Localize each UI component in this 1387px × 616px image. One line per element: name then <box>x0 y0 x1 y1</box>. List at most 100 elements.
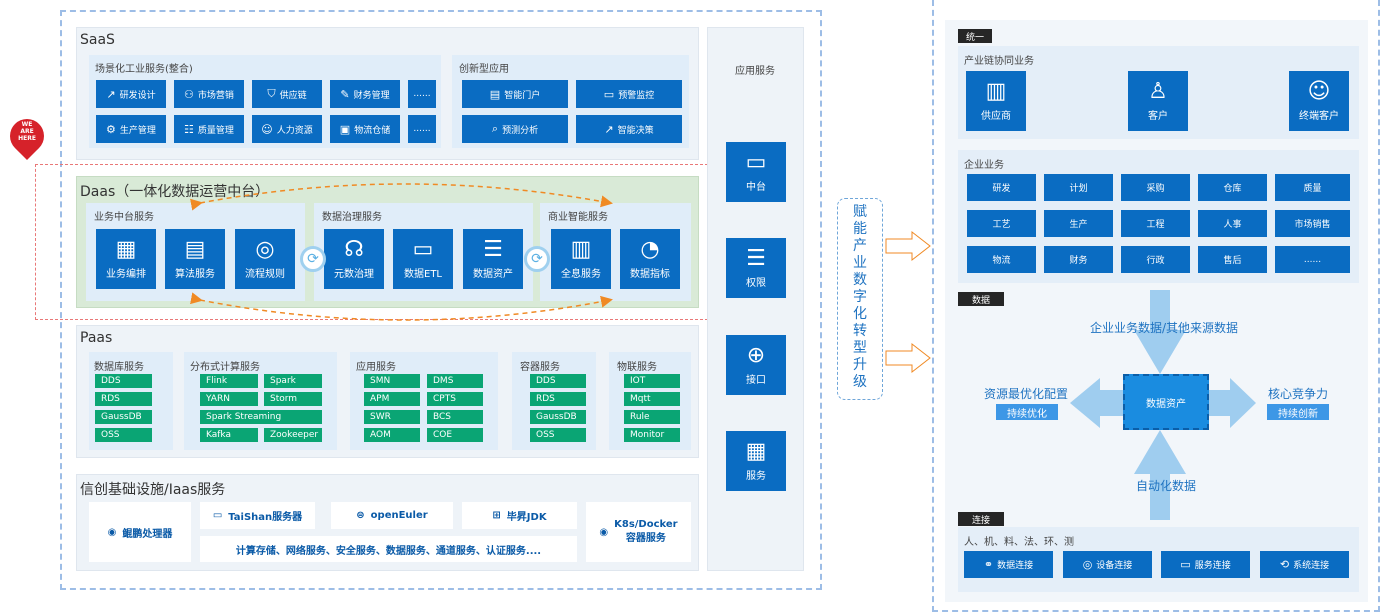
enterprise-item-more[interactable]: ...... <box>1275 246 1350 273</box>
paas-iot-iot[interactable]: IOT <box>624 374 680 388</box>
scene-item-more[interactable]: ...... <box>408 80 436 108</box>
scene-item-marketing[interactable]: ⚇市场营销 <box>174 80 244 108</box>
enterprise-item-purchase[interactable]: 采购 <box>1121 174 1190 201</box>
enterprise-item-production[interactable]: 生产 <box>1044 210 1113 237</box>
paas-container-gaussdb[interactable]: GaussDB <box>530 410 586 424</box>
data-asset-center[interactable]: 数据资产 <box>1123 374 1209 430</box>
enterprise-item-engineering[interactable]: 工程 <box>1121 210 1190 237</box>
paas-app-apm[interactable]: APM <box>364 392 420 406</box>
search-icon: ⌕ <box>491 122 499 135</box>
paas-db-oss[interactable]: OSS <box>95 428 152 442</box>
daas-tile-algorithm[interactable]: ▤算法服务 <box>165 229 225 289</box>
enterprise-item-plan[interactable]: 计划 <box>1044 174 1113 201</box>
paas-compute-yarn[interactable]: YARN <box>200 392 258 406</box>
paas-container-oss[interactable]: OSS <box>530 428 586 442</box>
connect-item-data[interactable]: ⚭数据连接 <box>964 551 1053 578</box>
dashboard-icon: ▥ <box>570 236 592 262</box>
paas-db-dds[interactable]: DDS <box>95 374 152 388</box>
connect-item-service[interactable]: ▭服务连接 <box>1161 551 1250 578</box>
daas-tile-etl[interactable]: ▭数据ETL <box>393 229 453 289</box>
scene-item-rd[interactable]: ↗研发设计 <box>96 80 166 108</box>
paas-container-dds[interactable]: DDS <box>530 374 586 388</box>
daas-tile-orchestration[interactable]: ▦业务编排 <box>96 229 156 289</box>
right-framework-frame <box>932 0 1380 612</box>
paas-iot-mqtt[interactable]: Mqtt <box>624 392 680 406</box>
paas-compute-flink[interactable]: Flink <box>200 374 258 388</box>
app-service-middle-platform[interactable]: ▭中台 <box>726 142 786 202</box>
chain-tile-customer[interactable]: ♙客户 <box>1128 71 1188 131</box>
enterprise-item-craft[interactable]: 工艺 <box>967 210 1036 237</box>
enterprise-item-personnel[interactable]: 人事 <box>1198 210 1267 237</box>
paas-iot-monitor[interactable]: Monitor <box>624 428 680 442</box>
scene-item-hr[interactable]: ☺人力资源 <box>252 115 322 143</box>
paas-app-bcs[interactable]: BCS <box>427 410 483 424</box>
paas-app-dms[interactable]: DMS <box>427 374 483 388</box>
paas-iot-rule[interactable]: Rule <box>624 410 680 424</box>
paas-db-gaussdb[interactable]: GaussDB <box>95 410 152 424</box>
scene-item-logistics[interactable]: ▣物流仓储 <box>330 115 400 143</box>
monitor-icon: ▭ <box>603 87 615 101</box>
etl-icon: ▭ <box>412 236 434 262</box>
connect-item-system[interactable]: ⟲系统连接 <box>1260 551 1349 578</box>
left-architecture-frame <box>60 10 822 590</box>
scene-item-quality[interactable]: ☷质量管理 <box>174 115 244 143</box>
connect-item-device[interactable]: ◎设备连接 <box>1063 551 1152 578</box>
daas-tile-process[interactable]: ◎流程规则 <box>235 229 295 289</box>
enterprise-item-finance[interactable]: 财务 <box>1044 246 1113 273</box>
iaas-services[interactable]: 计算存储、网络服务、安全服务、数据服务、通道服务、认证服务.... <box>200 536 577 562</box>
paas-container-rds[interactable]: RDS <box>530 392 586 406</box>
data-left-title: 资源最优化配置 <box>984 387 1069 401</box>
app-service-permission[interactable]: ☰权限 <box>726 238 786 298</box>
innov-item-decision[interactable]: ↗智能决策 <box>576 115 682 143</box>
innov-item-monitor[interactable]: ▭预警监控 <box>576 80 682 108</box>
app-service-service[interactable]: ▦服务 <box>726 431 786 491</box>
enterprise-item-logistics[interactable]: 物流 <box>967 246 1036 273</box>
paas-db-rds[interactable]: RDS <box>95 392 152 406</box>
daas-tile-holographic[interactable]: ▥全息服务 <box>551 229 611 289</box>
scene-item-finance[interactable]: ✎财务管理 <box>330 80 400 108</box>
database-icon: ☰ <box>746 245 766 271</box>
data-left-sub: 持续优化 <box>996 404 1058 420</box>
enterprise-item-rd[interactable]: 研发 <box>967 174 1036 201</box>
daas-group-governance-title: 数据治理服务 <box>322 212 382 223</box>
iaas-openeuler[interactable]: ⊜openEuler <box>331 502 453 529</box>
innov-item-predict[interactable]: ⌕预测分析 <box>462 115 568 143</box>
chain-tile-end-customer[interactable]: ☺终端客户 <box>1289 71 1349 131</box>
enterprise-item-warehouse[interactable]: 仓库 <box>1198 174 1267 201</box>
scene-item-more-2[interactable]: ...... <box>408 115 436 143</box>
app-service-interface[interactable]: ⊕接口 <box>726 335 786 395</box>
daas-tile-metadata[interactable]: ☊元数治理 <box>324 229 384 289</box>
paas-app-aom[interactable]: AOM <box>364 428 420 442</box>
decision-icon: ↗ <box>604 122 614 136</box>
chip-icon: ◉ <box>107 526 117 538</box>
paas-compute-kafka[interactable]: Kafka <box>200 428 258 442</box>
shield-icon: ⛉ <box>267 87 276 100</box>
factory-icon: ⚙ <box>106 122 116 136</box>
innov-item-portal[interactable]: ▤智能门户 <box>462 80 568 108</box>
chain-tile-supplier[interactable]: ▥供应商 <box>966 71 1026 131</box>
paas-app-coe[interactable]: COE <box>427 428 483 442</box>
paas-app-smn[interactable]: SMN <box>364 374 420 388</box>
enterprise-title: 企业业务 <box>964 160 1004 171</box>
daas-tile-asset[interactable]: ☰数据资产 <box>463 229 523 289</box>
iaas-taishan[interactable]: ▭TaiShan服务器 <box>200 502 315 529</box>
paas-compute-spark-streaming[interactable]: Spark Streaming <box>200 410 322 424</box>
iaas-jdk[interactable]: ⊞毕昇JDK <box>462 502 577 529</box>
enterprise-item-quality[interactable]: 质量 <box>1275 174 1350 201</box>
daas-tile-metrics[interactable]: ◔数据指标 <box>620 229 680 289</box>
paas-compute-storm[interactable]: Storm <box>264 392 322 406</box>
enterprise-item-sales[interactable]: 市场销售 <box>1275 210 1350 237</box>
enterprise-item-aftersales[interactable]: 售后 <box>1198 246 1267 273</box>
paas-app-cpts[interactable]: CPTS <box>427 392 483 406</box>
iaas-kunpeng[interactable]: ◉鲲鹏处理器 <box>89 502 191 562</box>
iaas-title: 信创基础设施/Iaas服务 <box>80 482 226 498</box>
paas-app-swr[interactable]: SWR <box>364 410 420 424</box>
scene-item-production[interactable]: ⚙生产管理 <box>96 115 166 143</box>
scene-item-supply[interactable]: ⛉供应链 <box>252 80 322 108</box>
enterprise-item-admin[interactable]: 行政 <box>1121 246 1190 273</box>
paas-compute-zookeeper[interactable]: Zookeeper <box>264 428 322 442</box>
quality-icon: ☷ <box>184 122 194 136</box>
paas-compute-spark[interactable]: Spark <box>264 374 322 388</box>
